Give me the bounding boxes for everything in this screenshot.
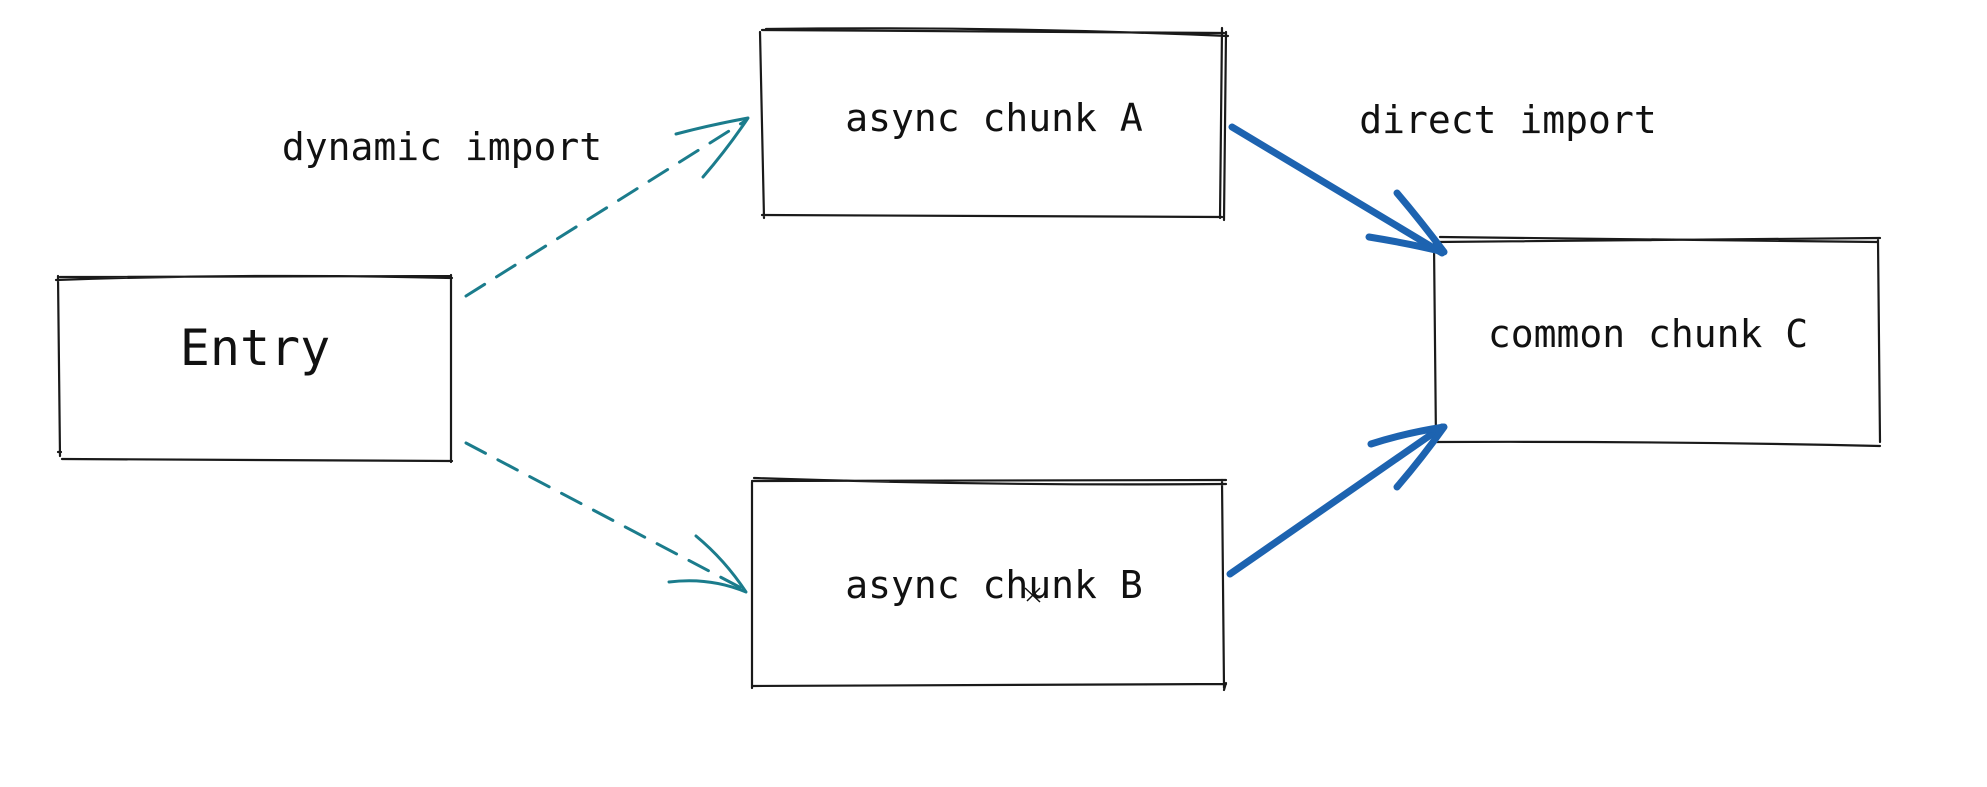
edge-label-direct-import: direct import bbox=[1359, 98, 1656, 142]
node-entry-border bbox=[54, 273, 454, 464]
node-chunk-a-border bbox=[758, 26, 1230, 222]
edge-entry-to-chunk-b bbox=[464, 441, 748, 594]
edge-entry-to-chunk-a-line bbox=[464, 119, 747, 298]
edge-entry-to-chunk-a-arrowhead bbox=[674, 116, 750, 179]
node-chunk-c[interactable]: common chunk C bbox=[1432, 235, 1882, 448]
node-chunk-b-border bbox=[750, 476, 1228, 692]
node-chunk-b-label: async chunk B bbox=[845, 563, 1142, 607]
node-entry-label: Entry bbox=[180, 319, 331, 377]
edge-chunk-b-to-chunk-c bbox=[1226, 423, 1448, 578]
node-chunk-b[interactable]: async chunk B bbox=[750, 476, 1228, 692]
node-chunk-a[interactable]: async chunk A bbox=[758, 26, 1230, 222]
edge-chunk-a-to-chunk-c-line bbox=[1228, 123, 1446, 257]
edge-label-dynamic-import: dynamic import bbox=[282, 125, 602, 169]
edge-entry-to-chunk-b-arrowhead bbox=[667, 534, 748, 594]
node-entry[interactable]: Entry bbox=[54, 273, 454, 464]
edge-chunk-a-to-chunk-c-arrowhead bbox=[1365, 189, 1448, 256]
cursor-mark-icon bbox=[1024, 587, 1041, 603]
edge-chunk-a-to-chunk-c bbox=[1228, 123, 1448, 257]
edge-entry-to-chunk-a bbox=[464, 116, 750, 298]
edge-chunk-b-to-chunk-c-arrowhead bbox=[1367, 423, 1448, 491]
node-chunk-c-label: common chunk C bbox=[1488, 312, 1808, 356]
node-chunk-a-label: async chunk A bbox=[845, 96, 1143, 140]
edge-entry-to-chunk-b-line bbox=[464, 441, 747, 592]
node-chunk-c-border bbox=[1432, 235, 1882, 448]
edge-chunk-b-to-chunk-c-line bbox=[1226, 423, 1446, 578]
